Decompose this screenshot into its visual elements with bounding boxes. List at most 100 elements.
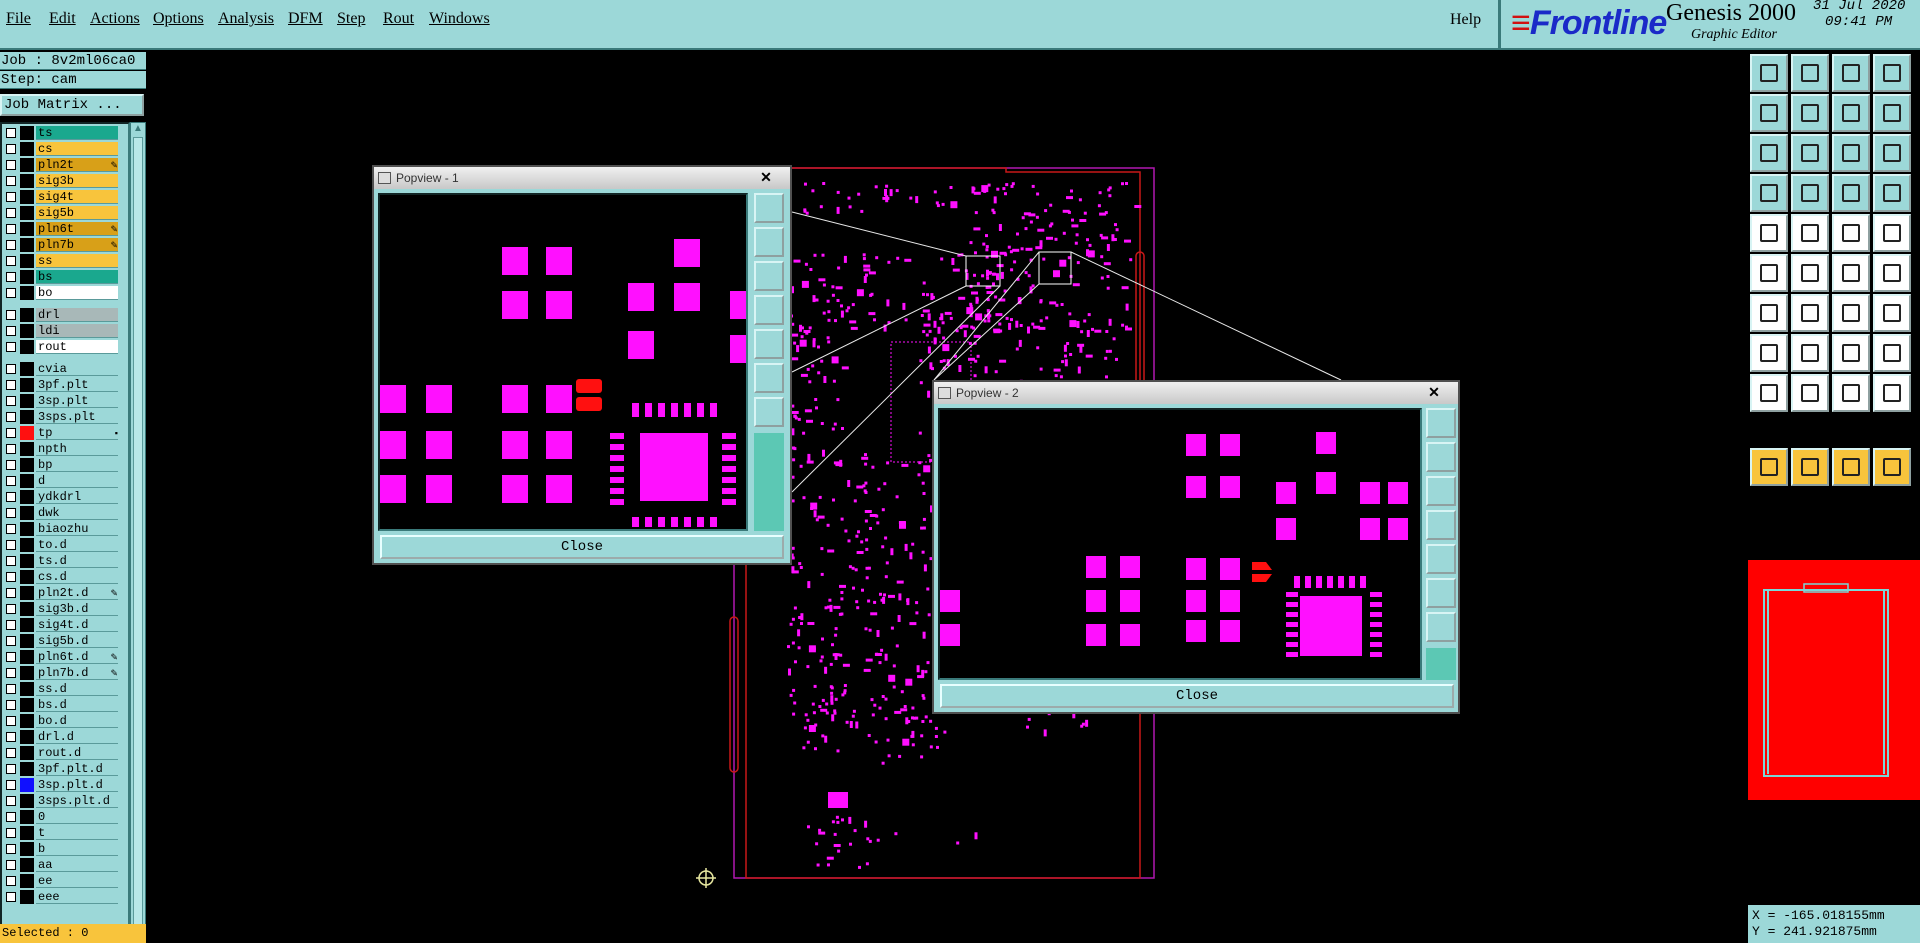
select-2-tool-button[interactable] [1791, 448, 1829, 486]
layer-row-pln6t-d[interactable]: pln6t.d✎ [4, 650, 120, 664]
scale-tool-button[interactable] [1791, 134, 1829, 172]
move-tool-button[interactable] [1750, 54, 1788, 92]
layer-checkbox[interactable] [6, 620, 16, 630]
layer-name[interactable]: ts.d [36, 554, 118, 568]
layer-name[interactable]: to.d [36, 538, 118, 552]
layer-row-bo-d[interactable]: bo.d [4, 714, 120, 728]
ratio-tool-button[interactable] [1832, 134, 1870, 172]
layer-affected-swatch[interactable] [20, 650, 34, 664]
layer-name[interactable]: bs [36, 270, 118, 284]
feature-tool-button[interactable] [1873, 214, 1911, 252]
layer-list-scrollbar[interactable]: ▲ ▼ [130, 122, 146, 943]
layer-affected-swatch[interactable] [20, 362, 34, 376]
layer-affected-swatch[interactable] [20, 190, 34, 204]
menu-options[interactable]: Options [153, 10, 204, 28]
layer-affected-swatch[interactable] [20, 890, 34, 904]
layer-affected-swatch[interactable] [20, 794, 34, 808]
layer-row-sig4t[interactable]: sig4t [4, 190, 120, 204]
layer-checkbox[interactable] [6, 684, 16, 694]
expand-tool-button[interactable] [1750, 134, 1788, 172]
layer-row-d[interactable]: d [4, 474, 120, 488]
triangle-b-tool-button[interactable] [1832, 374, 1870, 412]
layer-name[interactable]: pln2t [36, 158, 118, 172]
layer-row-npth[interactable]: npth [4, 442, 120, 456]
menu-step[interactable]: Step [337, 10, 365, 28]
layer-name[interactable]: drl.d [36, 730, 118, 744]
layer-name[interactable]: biaozhu [36, 522, 118, 536]
popview-pan-right-button[interactable] [754, 329, 784, 359]
layer-checkbox[interactable] [6, 588, 16, 598]
layer-affected-swatch[interactable] [20, 410, 34, 424]
layer-name[interactable]: sig3b [36, 174, 118, 188]
pin-tool-button[interactable] [1750, 254, 1788, 292]
layer-row-bo[interactable]: bo [4, 286, 120, 300]
layer-checkbox[interactable] [6, 604, 16, 614]
popview-home-button[interactable] [1426, 612, 1456, 642]
layer-checkbox[interactable] [6, 224, 16, 234]
layer-checkbox[interactable] [6, 636, 16, 646]
layer-row-ydkdrl[interactable]: ydkdrl [4, 490, 120, 504]
layer-affected-swatch[interactable] [20, 158, 34, 172]
layer-checkbox[interactable] [6, 160, 16, 170]
layer-name[interactable]: ts [36, 126, 118, 140]
layer-affected-swatch[interactable] [20, 762, 34, 776]
scroll-up-icon[interactable]: ▲ [133, 123, 143, 134]
layer-checkbox[interactable] [6, 428, 16, 438]
menu-analysis[interactable]: Analysis [218, 10, 274, 28]
layer-row-pln7b[interactable]: pln7b✎ [4, 238, 120, 252]
popview-pan-left-button[interactable] [1426, 510, 1456, 540]
layer-affected-swatch[interactable] [20, 570, 34, 584]
layer-affected-swatch[interactable] [20, 340, 34, 354]
layer-row-pln7b-d[interactable]: pln7b.d✎ [4, 666, 120, 680]
menu-file[interactable]: File [6, 10, 31, 28]
layer-affected-swatch[interactable] [20, 874, 34, 888]
popview-1-view[interactable] [378, 193, 748, 531]
layer-affected-swatch[interactable] [20, 286, 34, 300]
layer-row-3sp-plt-d[interactable]: 3sp.plt.d [4, 778, 120, 792]
layout-tool-button[interactable] [1873, 54, 1911, 92]
layer-affected-swatch[interactable] [20, 698, 34, 712]
layer-affected-swatch[interactable] [20, 174, 34, 188]
popview-1-close-icon[interactable]: ✕ [760, 169, 772, 185]
layer-row-3pf-plt-d[interactable]: 3pf.plt.d [4, 762, 120, 776]
layer-name[interactable]: pln2t.d [36, 586, 118, 600]
popview-zoom-in-button[interactable] [754, 227, 784, 257]
layer-checkbox[interactable] [6, 192, 16, 202]
popview-zoom-out-button[interactable] [754, 261, 784, 291]
layer-checkbox[interactable] [6, 444, 16, 454]
layer-row-dwk[interactable]: dwk [4, 506, 120, 520]
layer-name[interactable]: 3pf.plt.d [36, 762, 118, 776]
layer-checkbox[interactable] [6, 310, 16, 320]
layer-row-drl-d[interactable]: drl.d [4, 730, 120, 744]
layer-name[interactable]: rout [36, 340, 118, 354]
layer-row-3pf-plt[interactable]: 3pf.plt [4, 378, 120, 392]
layer-name[interactable]: cs [36, 142, 118, 156]
layer-row-rout[interactable]: rout [4, 340, 120, 354]
layer-row-ts-d[interactable]: ts.d [4, 554, 120, 568]
layer-row-ldi[interactable]: ldi [4, 324, 120, 338]
rotate-tool-button[interactable] [1791, 94, 1829, 132]
select-tool-button[interactable] [1750, 448, 1788, 486]
layer-row-sig3b[interactable]: sig3b [4, 174, 120, 188]
layer-row-b[interactable]: b [4, 842, 120, 856]
triangle-c-tool-button[interactable] [1873, 374, 1911, 412]
layer-name[interactable]: d [36, 474, 118, 488]
popview-zoom-in-button[interactable] [1426, 442, 1456, 472]
layer-name[interactable]: bp [36, 458, 118, 472]
layer-row-ss-d[interactable]: ss.d [4, 682, 120, 696]
layer-affected-swatch[interactable] [20, 730, 34, 744]
layer-checkbox[interactable] [6, 240, 16, 250]
layer-checkbox[interactable] [6, 812, 16, 822]
menu-windows[interactable]: Windows [429, 10, 490, 28]
layer-checkbox[interactable] [6, 380, 16, 390]
layer-affected-swatch[interactable] [20, 308, 34, 322]
layer-checkbox[interactable] [6, 844, 16, 854]
menu-actions[interactable]: Actions [90, 10, 140, 28]
filter-tool-button[interactable] [1832, 174, 1870, 212]
layer-checkbox[interactable] [6, 460, 16, 470]
popview-1-close-button[interactable]: Close [380, 535, 784, 559]
menu-dfm[interactable]: DFM [288, 10, 323, 28]
job-matrix-button[interactable]: Job Matrix ... [0, 94, 144, 116]
help-tool-button[interactable] [1873, 134, 1911, 172]
layer-row-cs-d[interactable]: cs.d [4, 570, 120, 584]
